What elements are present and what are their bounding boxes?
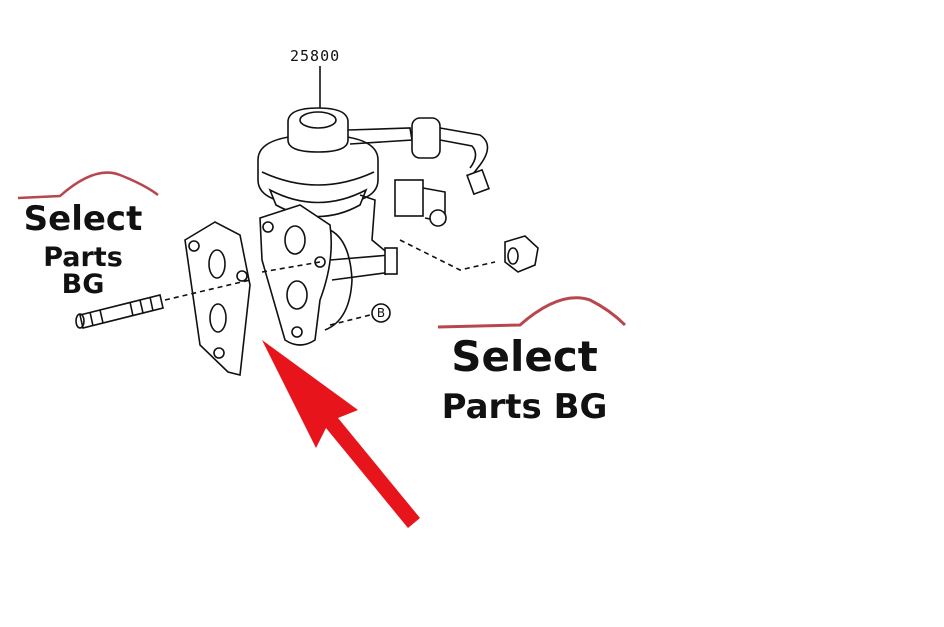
watermark-line2: Parts BG [43,242,123,300]
logo-swoosh-icon [17,171,159,200]
watermark-line1: Select [23,199,143,239]
gasket [184,221,251,376]
watermark-logo: Select Parts BG [18,202,148,298]
watermark-line2: Parts BG [441,387,608,427]
logo-swoosh-icon [437,296,627,329]
stud-bolt [75,294,164,329]
assembly-lines [164,239,496,326]
egr-valve [257,107,490,346]
red-arrow-icon [262,340,420,528]
callout-circle [371,303,391,323]
watermark-line1: Select [451,332,598,381]
watermark-logo: Select Parts BG [432,332,617,427]
nut [504,235,539,273]
part-number-label: 25800 [290,47,341,65]
callout-label: B [377,306,385,320]
